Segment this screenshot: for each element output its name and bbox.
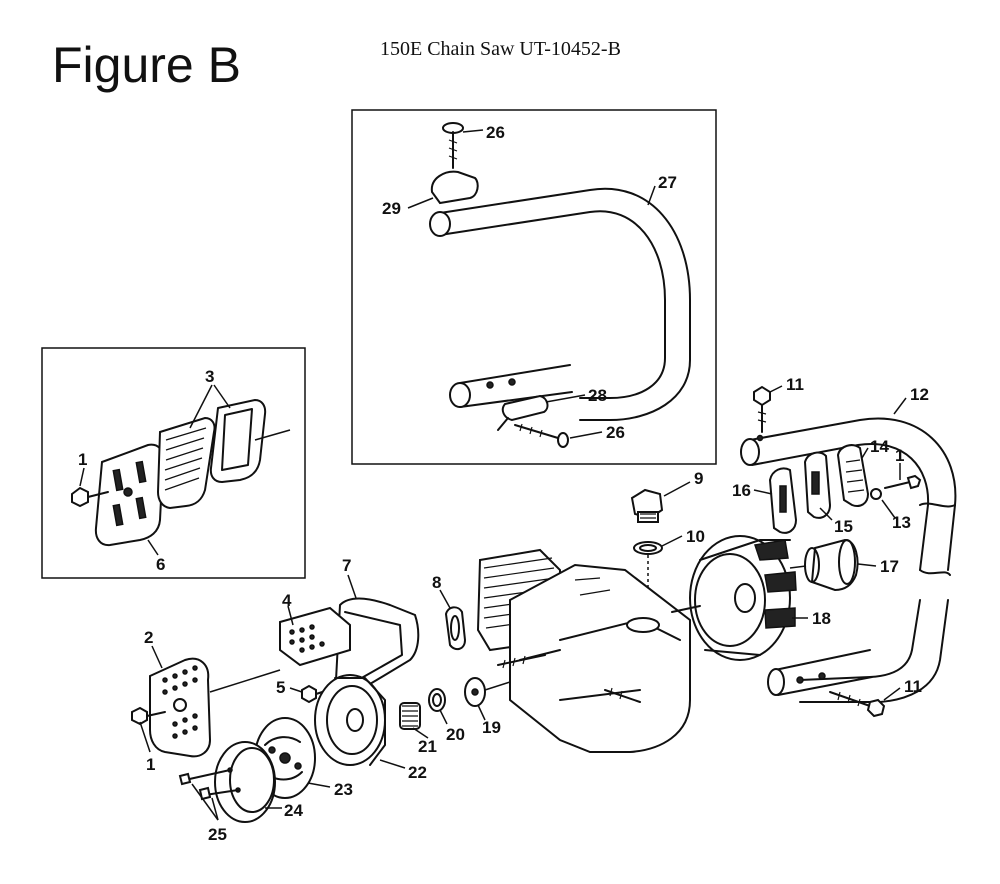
part-9-plug	[630, 488, 664, 523]
callout-labels: 26 27 29 28 26 3 1 6 11 12 14 1 9 16 13 …	[78, 123, 929, 844]
inset-box-handle	[351, 109, 717, 465]
callout-10: 10	[686, 527, 705, 546]
callout-25: 25	[208, 825, 227, 844]
callout-24: 24	[284, 801, 303, 820]
diagram-title: 150E Chain Saw UT-10452-B	[380, 38, 621, 60]
callout-13: 13	[892, 513, 911, 532]
part-8-gasket	[444, 606, 467, 651]
callout-16: 16	[732, 481, 751, 500]
callout-1: 1	[146, 755, 155, 774]
part-24-cover-plate	[214, 741, 276, 823]
figure-label: Figure B	[52, 37, 241, 93]
part-27-tube-end-lower	[449, 382, 471, 408]
callout-26: 26	[486, 123, 505, 142]
callout-19: 19	[482, 718, 501, 737]
callout-3: 3	[205, 367, 214, 386]
callout-2: 2	[144, 628, 153, 647]
callout-14: 14	[870, 437, 889, 456]
part-20-bearing	[428, 688, 446, 712]
part-27-handle-bar	[439, 187, 691, 421]
part-25-screws	[178, 769, 239, 801]
callout-26: 26	[606, 423, 625, 442]
part-28-bracket	[501, 394, 549, 422]
part-11-screw-bottom	[829, 691, 886, 718]
callout-9: 9	[694, 469, 703, 488]
callout-11: 11	[786, 375, 804, 394]
callout-6: 6	[156, 555, 165, 574]
callout-4: 4	[282, 591, 292, 610]
callout-20: 20	[446, 725, 465, 744]
part-1-screw-cover	[131, 706, 166, 726]
part-26-screw-lower	[514, 423, 569, 448]
callout-22: 22	[408, 763, 427, 782]
part-17-starter-pulley	[789, 538, 859, 592]
callout-1: 1	[78, 450, 87, 469]
part-2-chain-cover-plate	[149, 657, 212, 758]
callout-15: 15	[834, 517, 853, 536]
part-21-sprocket	[399, 702, 421, 730]
callout-28: 28	[588, 386, 607, 405]
main-assembly	[131, 385, 957, 823]
callout-7: 7	[342, 556, 351, 575]
callout-11: 11	[904, 677, 922, 696]
leader-lines	[79, 129, 907, 821]
callout-27: 27	[658, 173, 677, 192]
part-27-tube-end	[429, 211, 451, 237]
part-1-screw-handle	[884, 474, 922, 490]
inset-air-filter	[41, 347, 306, 579]
part-11-screw-top	[753, 385, 771, 433]
part-10-washer	[633, 541, 663, 555]
part-3-filter-frame	[209, 399, 267, 483]
part-22-clutch-drum	[314, 674, 386, 766]
callout-8: 8	[432, 573, 441, 592]
callout-23: 23	[334, 780, 353, 799]
part-12-rear-handle	[749, 417, 957, 703]
callout-21: 21	[418, 737, 437, 756]
part-18-flywheel	[689, 535, 797, 661]
part-12-tube-end	[740, 438, 760, 466]
inset-box-air-filter	[41, 347, 306, 579]
inset-front-handle	[351, 109, 717, 465]
part-4-muffler	[279, 606, 351, 667]
part-26-screw-top	[442, 122, 464, 169]
callout-17: 17	[880, 557, 899, 576]
callout-29: 29	[382, 199, 401, 218]
callout-5: 5	[276, 678, 285, 697]
part-1-screw-filter	[71, 486, 109, 508]
part-crankcase	[497, 563, 701, 753]
callout-18: 18	[812, 609, 831, 628]
callout-12: 12	[910, 385, 929, 404]
callout-1: 1	[895, 446, 904, 465]
part-29-clamp	[430, 170, 479, 205]
part-13-washer	[870, 488, 882, 500]
